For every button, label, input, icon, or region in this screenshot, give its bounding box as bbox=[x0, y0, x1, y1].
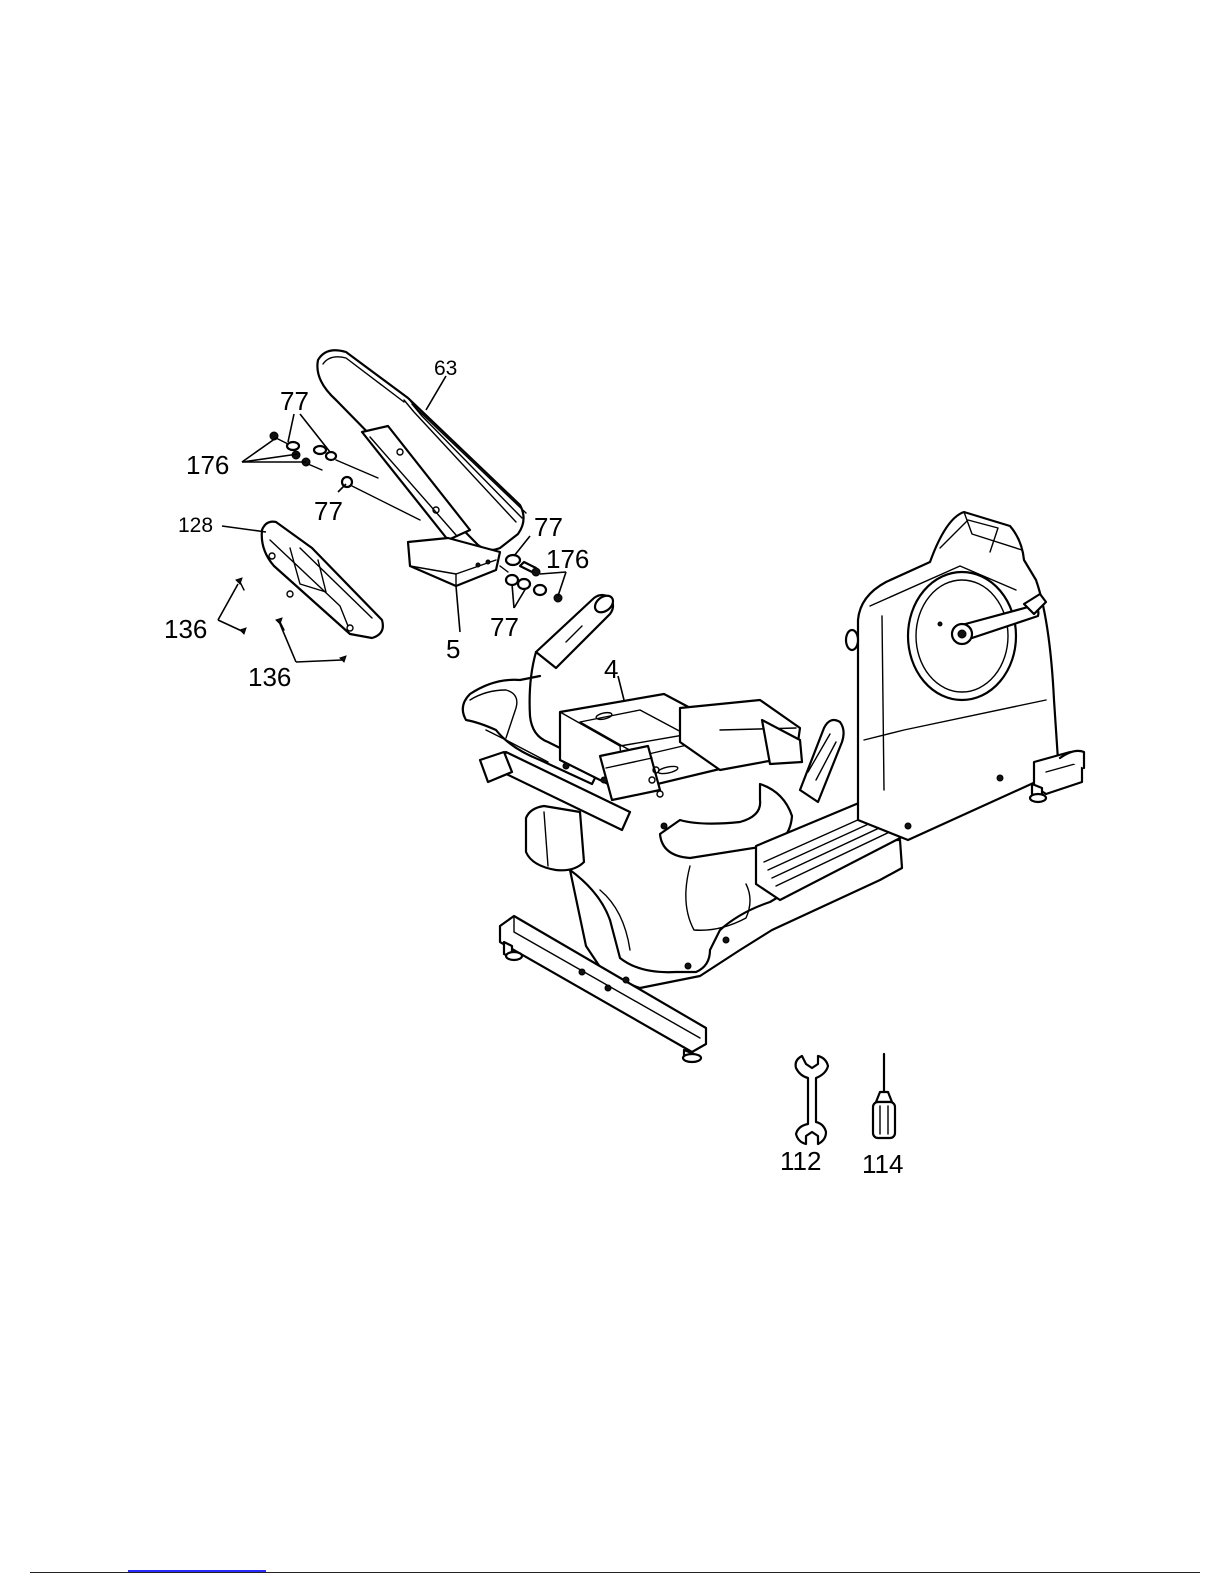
flywheel-housing bbox=[846, 512, 1058, 840]
callout-176-left: 176 bbox=[186, 450, 229, 480]
callout-63: 63 bbox=[434, 357, 457, 380]
callout-136-upper: 136 bbox=[164, 614, 207, 644]
screwdriver-icon bbox=[873, 1054, 895, 1138]
callout-114: 114 bbox=[862, 1149, 903, 1179]
page-bottom-rule bbox=[30, 1572, 1200, 1573]
callout-176-right: 176 bbox=[546, 544, 589, 574]
wrench-icon bbox=[796, 1056, 828, 1144]
footer-link-underline[interactable] bbox=[128, 1570, 266, 1572]
callout-4: 4 bbox=[604, 654, 618, 684]
callout-112: 112 bbox=[780, 1146, 821, 1176]
callout-77-left-lower: 77 bbox=[314, 496, 343, 526]
callout-5: 5 bbox=[446, 634, 460, 664]
callout-77-top: 77 bbox=[280, 386, 309, 416]
callout-128: 128 bbox=[178, 514, 213, 537]
callout-77-right-upper: 77 bbox=[534, 512, 563, 542]
callout-77-right-lower: 77 bbox=[490, 612, 519, 642]
callout-136-lower: 136 bbox=[248, 662, 291, 692]
seat-back-63 bbox=[317, 350, 526, 550]
